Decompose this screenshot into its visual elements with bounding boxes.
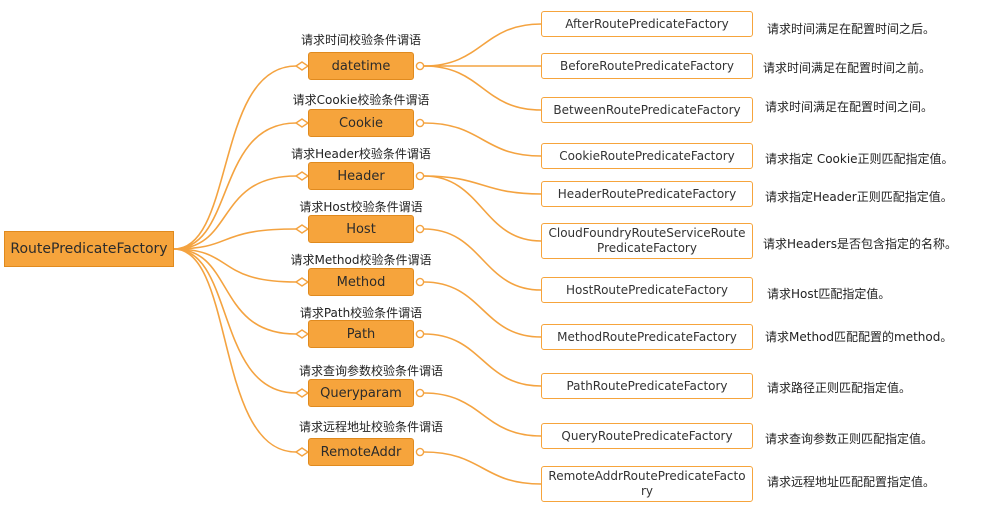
connector-mid-leaf-10 [423,451,542,485]
circle-marker-6 [415,388,425,398]
leaf-path: PathRoutePredicateFactory [541,373,753,399]
connector-mid-leaf-5 [423,175,542,242]
connector-root-mid-2 [173,175,297,250]
mid-caption-remoteaddr: 请求远程地址校验条件谓语 [298,420,443,434]
leaf-host: HostRoutePredicateFactory [541,277,753,303]
mid-node-header: Header [308,162,414,190]
diamond-marker-1 [294,118,310,128]
root-node: RoutePredicateFactory [4,231,174,267]
desc-remoteaddr: 请求远程地址匹配配置指定值。 [767,475,936,489]
connector-root-mid-7 [173,248,297,453]
mid-node-queryparam: Queryparam [308,379,414,407]
mid-node-cookie: Cookie [308,109,414,137]
mid-caption-queryparam: 请求查询参数校验条件谓语 [298,364,443,378]
diamond-marker-0 [294,61,310,71]
desc-method: 请求Method匹配配置的method。 [765,330,953,344]
mid-node-method: Method [308,268,414,296]
diamond-marker-7 [294,447,310,457]
diamond-marker-5 [294,329,310,339]
desc-query: 请求查询参数正则匹配指定值。 [765,432,934,446]
leaf-cloudfoundry: CloudFoundryRouteServiceRoutePredicateFa… [541,223,753,259]
connector-root-mid-5 [173,248,297,335]
connector-root-mid-6 [173,248,297,394]
circle-marker-0 [415,61,425,71]
circle-marker-7 [415,447,425,457]
connector-mid-leaf-0 [423,23,542,67]
mid-caption-cookie: 请求Cookie校验条件谓语 [292,93,430,107]
leaf-after: AfterRoutePredicateFactory [541,11,753,37]
connector-root-mid-3 [173,228,297,250]
mid-node-host: Host [308,215,414,243]
desc-host: 请求Host匹配指定值。 [767,287,891,301]
circle-marker-5 [415,329,425,339]
desc-after: 请求时间满足在配置时间之后。 [767,22,936,36]
mid-caption-path: 请求Path校验条件谓语 [299,306,423,320]
leaf-before: BeforeRoutePredicateFactory [541,53,753,79]
desc-cookie: 请求指定 Cookie正则匹配指定值。 [765,152,954,166]
connector-root-mid-1 [173,122,297,250]
mid-caption-datetime: 请求时间校验条件谓语 [300,33,421,47]
mid-node-path: Path [308,320,414,348]
connector-mid-leaf-8 [423,333,542,387]
mid-caption-header: 请求Header校验条件谓语 [291,147,431,161]
circle-marker-1 [415,118,425,128]
connector-root-mid-0 [173,65,297,250]
leaf-header: HeaderRoutePredicateFactory [541,181,753,207]
connector-root-mid-4 [173,248,297,283]
leaf-cookie: CookieRoutePredicateFactory [541,143,753,169]
circle-marker-3 [415,224,425,234]
connector-mid-leaf-6 [423,228,542,291]
desc-before: 请求时间满足在配置时间之前。 [763,61,932,75]
connector-mid-leaf-4 [423,175,542,195]
connector-mid-leaf-3 [423,122,542,157]
leaf-query: QueryRoutePredicateFactory [541,423,753,449]
leaf-method: MethodRoutePredicateFactory [541,324,753,350]
diamond-marker-4 [294,277,310,287]
desc-path: 请求路径正则匹配指定值。 [767,381,912,395]
diamond-marker-6 [294,388,310,398]
circle-marker-4 [415,277,425,287]
leaf-between: BetweenRoutePredicateFactory [541,97,753,123]
connector-mid-leaf-7 [423,281,542,338]
mid-caption-method: 请求Method校验条件谓语 [290,253,432,267]
connector-mid-leaf-2 [423,65,542,111]
mid-node-datetime: datetime [308,52,414,80]
desc-cloudfoundry: 请求Headers是否包含指定的名称。 [763,237,957,251]
diamond-marker-2 [294,171,310,181]
circle-marker-2 [415,171,425,181]
desc-header: 请求指定Header正则匹配指定值。 [765,190,953,204]
mid-node-remoteaddr: RemoteAddr [308,438,414,466]
connector-mid-leaf-9 [423,392,542,437]
desc-between: 请求时间满足在配置时间之间。 [765,100,934,114]
leaf-remoteaddr: RemoteAddrRoutePredicateFactory [541,466,753,502]
mid-caption-host: 请求Host校验条件谓语 [299,200,423,214]
diamond-marker-3 [294,224,310,234]
